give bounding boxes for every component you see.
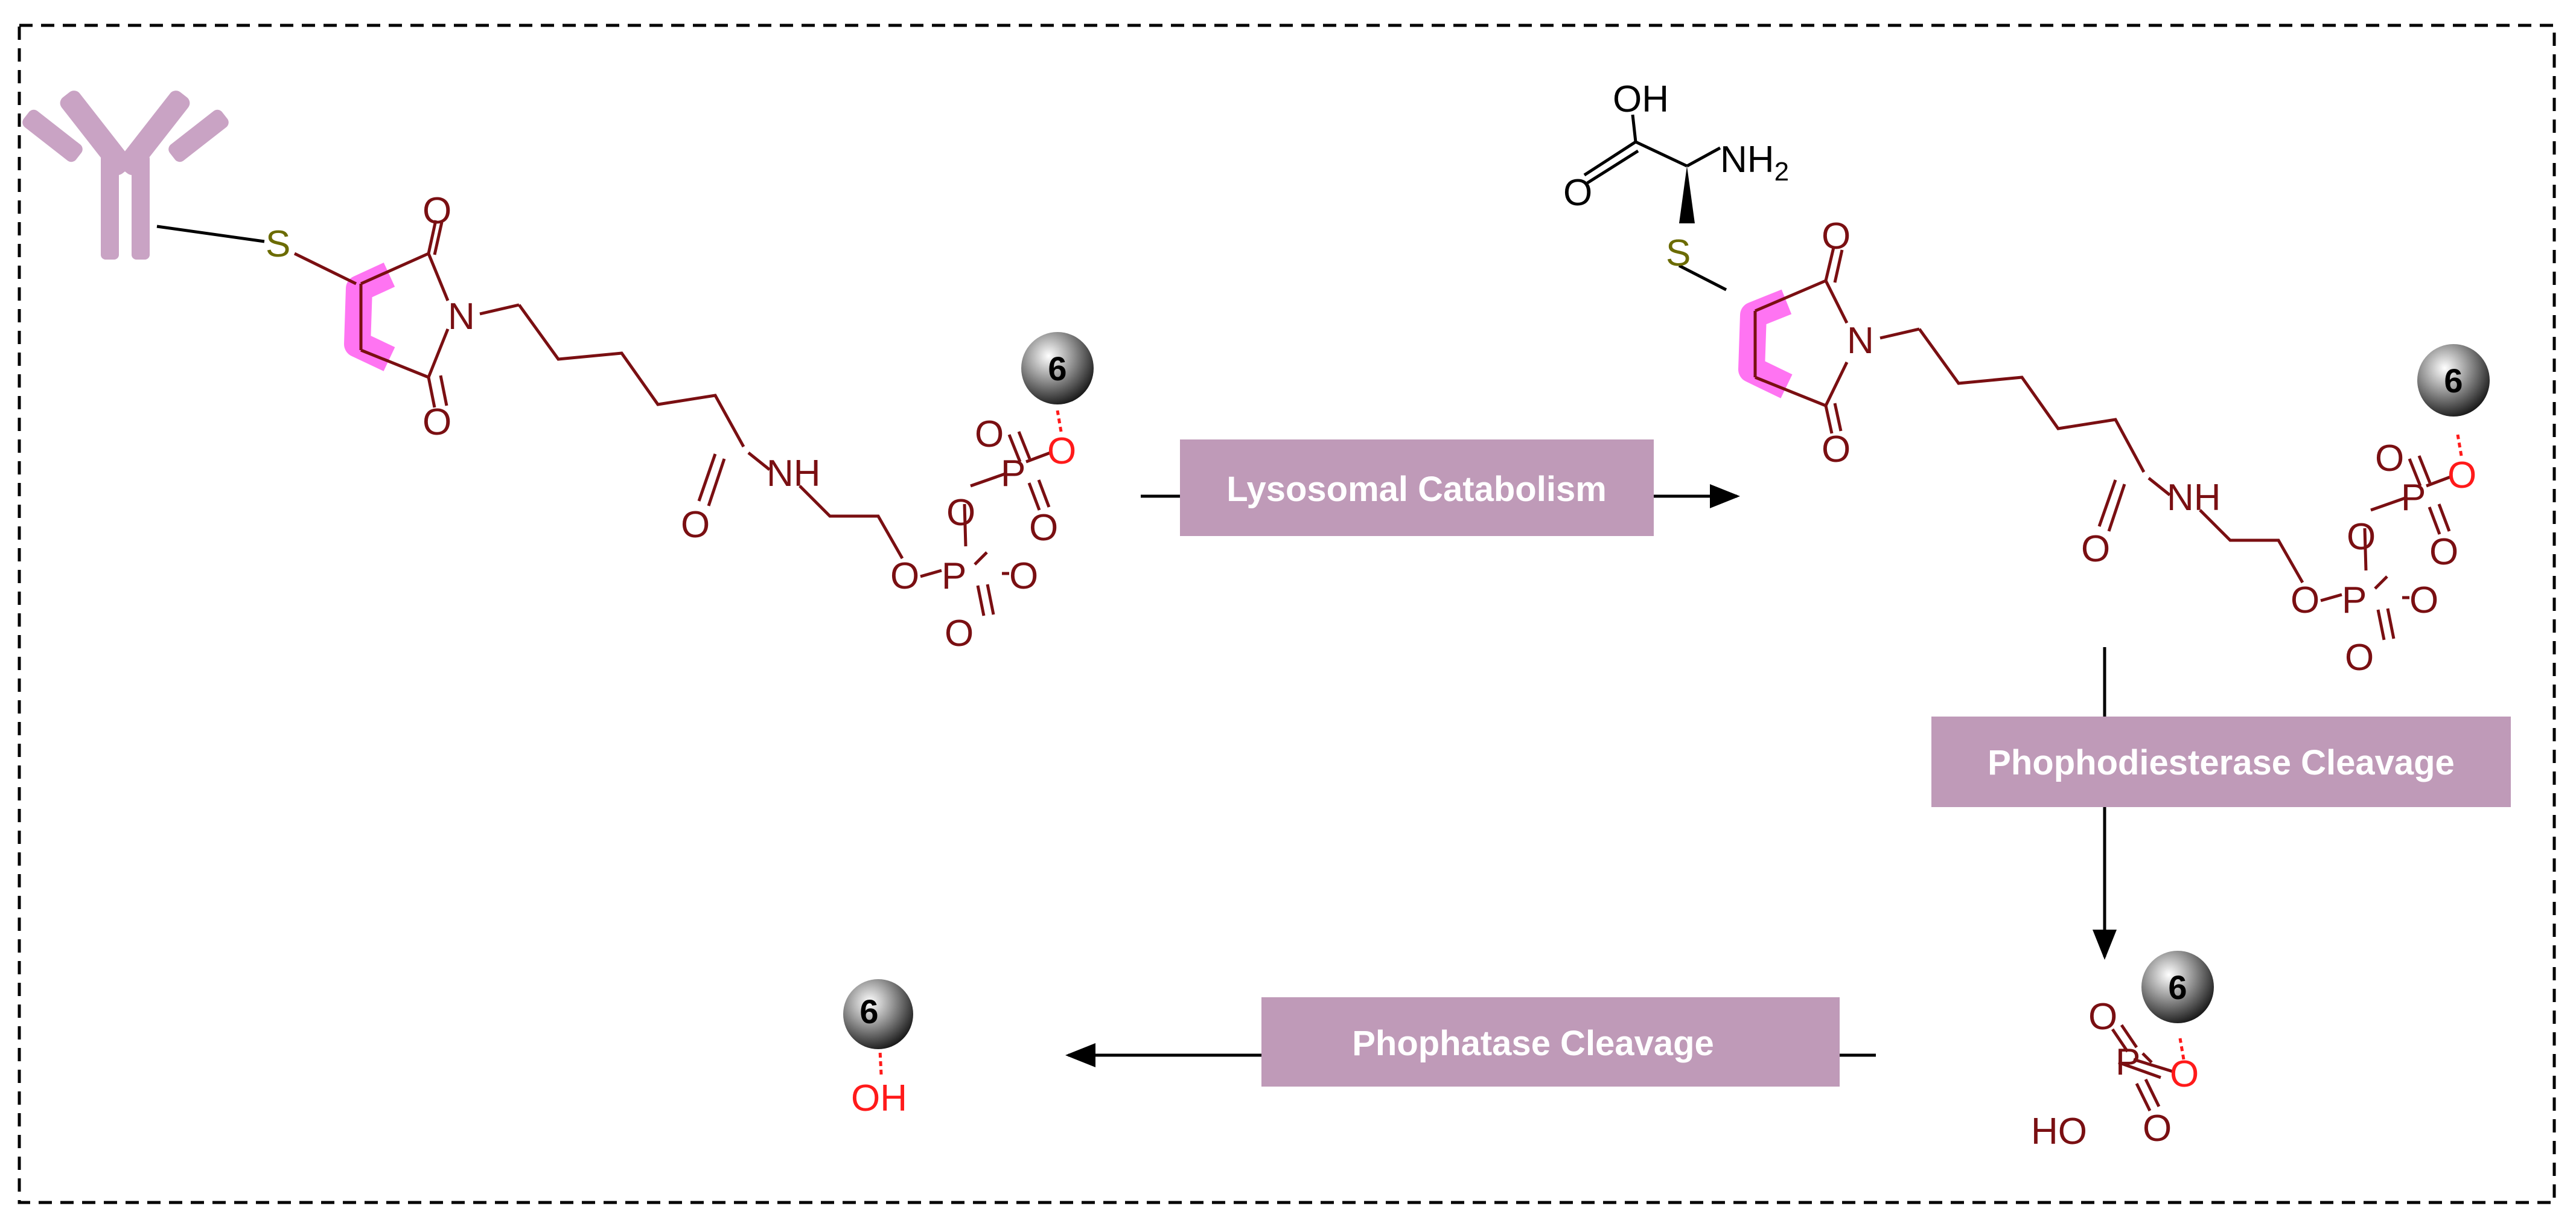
svg-text:Phophodiesterase Cleavage: Phophodiesterase Cleavage (1988, 743, 2455, 782)
svg-text:6: 6 (859, 992, 878, 1030)
atom-o: O (422, 190, 451, 232)
maleimide-highlight (344, 263, 395, 371)
step-phosphatase-cleavage: Phophatase Cleavage (1261, 997, 1840, 1087)
atom-nh2: NH2 (1720, 139, 1789, 187)
svg-text:6: 6 (2444, 362, 2463, 400)
atom-o: O (681, 504, 710, 546)
atom-o: O (1822, 216, 1851, 257)
atom-o: O (2143, 1108, 2172, 1149)
antibody-icon (22, 91, 229, 260)
atom-o: O (890, 555, 919, 597)
svg-text:6: 6 (2168, 968, 2187, 1006)
atom-p: P (2115, 1041, 2140, 1083)
step-lysosomal-catabolism: Lysosomal Catabolism (1180, 439, 1654, 536)
atom-o: O (1822, 429, 1851, 470)
atom-o: O (2088, 996, 2117, 1038)
atom-o: O (975, 414, 1004, 455)
payload-phosphate-structure: O P HO O O 6 (2031, 951, 2214, 1152)
atom-o-payload: O (1047, 430, 1076, 472)
atom-oh: OH (851, 1078, 907, 1119)
atom-n: N (448, 296, 475, 337)
atom-o: O (2291, 580, 2319, 621)
atom-o: O (1563, 172, 1592, 214)
atom-nh: NH (767, 453, 821, 494)
payload-bead-icon: 6 (2141, 951, 2214, 1023)
svg-text:Lysosomal Catabolism: Lysosomal Catabolism (1226, 470, 1607, 509)
atom-o: O (945, 613, 974, 654)
atom-o: O (2345, 637, 2374, 679)
atom-p: P (2401, 477, 2426, 519)
atom-oh: OH (1613, 78, 1669, 120)
atom-s: S (266, 223, 290, 265)
payload-bead-icon: 6 (1021, 332, 1094, 404)
antibody-thiol-bond (156, 225, 265, 243)
atom-o-payload: O (2170, 1053, 2199, 1095)
svg-text:6: 6 (1048, 350, 1066, 388)
atom-o: O (1009, 555, 1038, 597)
atom-o: O (2347, 516, 2376, 558)
adc-structure: S O N O O NH O P O O O P O O O 6 (22, 91, 1094, 654)
atom-o: O (946, 492, 975, 534)
free-payload-structure: OH 6 (843, 979, 913, 1119)
payload-bead-icon: 6 (2417, 344, 2490, 417)
atom-o: O (1029, 507, 1058, 549)
atom-nh: NH (2167, 477, 2221, 519)
cys-linker-structure: OH O NH2 S O N O O NH O P O O O P O O O … (1563, 78, 2490, 679)
atom-s: S (1666, 232, 1691, 274)
atom-p: P (2342, 580, 2367, 621)
svg-text:Phophatase Cleavage: Phophatase Cleavage (1352, 1024, 1714, 1063)
atom-o: O (2081, 528, 2110, 570)
atom-ho: HO (2031, 1111, 2087, 1152)
atom-p: P (1001, 453, 1025, 494)
atom-o: O (2375, 438, 2404, 479)
outer-frame (18, 24, 2556, 1204)
payload-bead-icon: 6 (843, 979, 913, 1049)
atom-o: O (422, 401, 451, 443)
atom-o: O (2409, 580, 2438, 621)
atom-o: O (2429, 531, 2458, 573)
atom-o-payload: O (2447, 455, 2476, 496)
atom-p: P (942, 555, 966, 597)
atom-n: N (1847, 320, 1874, 362)
step-phosphodiesterase-cleavage: Phophodiesterase Cleavage (1931, 717, 2511, 807)
